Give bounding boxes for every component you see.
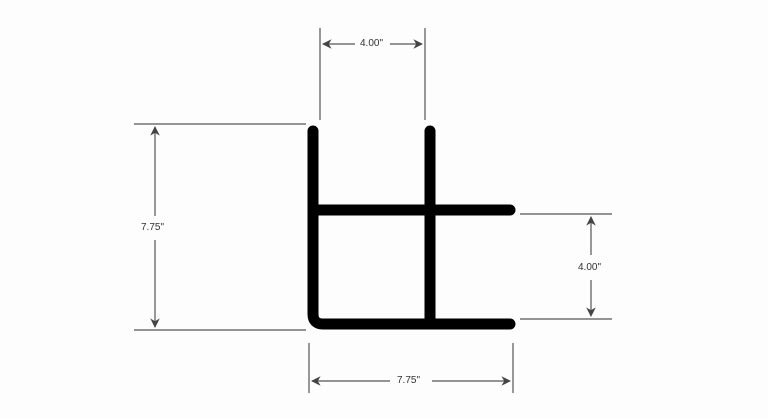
dimension-top-width <box>319 28 426 120</box>
profile-outer-leg <box>307 125 516 330</box>
extrusion-profile <box>307 125 516 330</box>
dimension-bottom-width <box>308 343 514 393</box>
dimension-right-height <box>520 213 612 320</box>
left-height-label: 7.75" <box>138 222 168 234</box>
bottom-width-label: 7.75" <box>394 375 424 387</box>
right-height-label: 4.00" <box>575 262 605 274</box>
top-width-label: 4.00" <box>357 38 387 50</box>
dimension-left-height <box>134 123 306 331</box>
